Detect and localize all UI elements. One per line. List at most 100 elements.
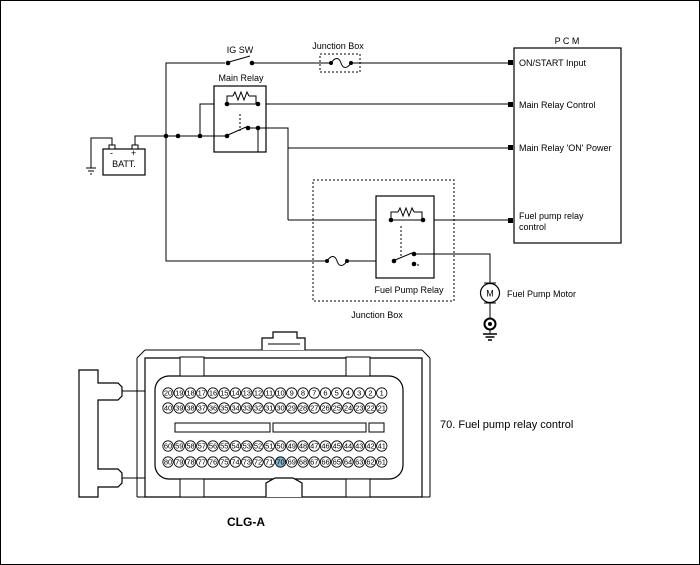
pcm-input-fuel-pump-relay-control-line2: control xyxy=(519,222,546,232)
connector-pin-48 xyxy=(297,440,309,452)
connector-pin-label-7: 7 xyxy=(312,389,316,398)
connector-pin-43 xyxy=(353,440,365,452)
connector-slot-2 xyxy=(272,422,367,433)
connector-pin-2 xyxy=(364,387,377,399)
connector-pin-label-42: 42 xyxy=(366,442,374,451)
main-relay-coil-lead-left xyxy=(226,95,233,104)
connector-pin-67 xyxy=(308,456,320,468)
connector-pin-10 xyxy=(274,387,287,399)
connector-pin-label-66: 66 xyxy=(321,458,329,467)
connector-pin-66 xyxy=(319,456,332,468)
connector-pin-label-71: 71 xyxy=(265,458,273,467)
wire-fp-relay-to-motor xyxy=(414,253,491,283)
ignition-circuit: IG SW Junction Box xyxy=(165,41,508,136)
connector-pin-label-37: 37 xyxy=(198,404,206,413)
connector-shell-corner-right xyxy=(421,349,431,359)
connector-pin-6 xyxy=(319,387,332,399)
connector-pin-55 xyxy=(218,440,230,452)
connector-pin-label-16: 16 xyxy=(209,389,217,398)
connector-pin-35 xyxy=(218,402,230,414)
connector-shell-corner-left xyxy=(136,349,146,359)
connector-pin-label-49: 49 xyxy=(288,442,296,451)
connector-pin-41 xyxy=(376,440,388,452)
connector-pin-label-20: 20 xyxy=(164,389,172,398)
connector-pin-51 xyxy=(263,440,275,452)
main-relay-coil-lead-right xyxy=(249,95,257,104)
pin-note: 70. Fuel pump relay control xyxy=(440,419,573,431)
connector-pin-label-64: 64 xyxy=(344,458,352,467)
connector-pin-label-44: 44 xyxy=(344,442,352,451)
connector-pin-label-9: 9 xyxy=(290,389,294,398)
connector-pin-11 xyxy=(263,387,275,399)
connector-pin-33 xyxy=(241,402,253,414)
connector-pin-label-18: 18 xyxy=(186,389,194,398)
connector-pin-label-6: 6 xyxy=(323,389,327,398)
junction-box-lower-frame xyxy=(312,179,455,302)
connector-pin-label-60: 60 xyxy=(164,442,172,451)
battery: - + BATT. xyxy=(86,133,203,176)
wire-batt-to-main-relay-coil xyxy=(199,103,214,136)
connector-pin-44 xyxy=(342,440,354,452)
connector-pin-label-79: 79 xyxy=(175,458,183,467)
connector-pin-36 xyxy=(207,402,219,414)
connector-pin-27 xyxy=(308,402,320,414)
connector-pin-56 xyxy=(207,440,219,452)
ig-switch-blade xyxy=(228,55,251,63)
connector-pin-label-28: 28 xyxy=(299,404,307,413)
connector-pin-label-55: 55 xyxy=(220,442,228,451)
connector-pin-label-52: 52 xyxy=(254,442,262,451)
connector-pin-label-48: 48 xyxy=(299,442,307,451)
pcm-box xyxy=(513,47,622,244)
connector-pin-61 xyxy=(376,456,388,468)
connector-pin-label-78: 78 xyxy=(186,458,194,467)
connector-pin-label-10: 10 xyxy=(276,389,284,398)
connector-pin-79 xyxy=(173,456,185,468)
connector-pin-label-41: 41 xyxy=(378,442,386,451)
pcm-input-fuel-pump-relay-control-line1: Fuel pump relay xyxy=(519,211,584,221)
connector-pin-25 xyxy=(331,402,343,414)
pcm-title: P C M xyxy=(555,36,580,46)
connector-pin-21 xyxy=(376,402,388,414)
connector-pin-42 xyxy=(364,440,377,452)
connector-pin-24 xyxy=(342,402,354,414)
connector-pin-59 xyxy=(173,440,185,452)
connector-pin-label-75: 75 xyxy=(220,458,228,467)
connector-pin-label-53: 53 xyxy=(243,442,251,451)
connector-pin-34 xyxy=(229,402,242,414)
connector-pin-57 xyxy=(196,440,208,452)
connector-pin-17 xyxy=(196,387,208,399)
connector-pin-40 xyxy=(162,402,174,414)
connector-pin-71 xyxy=(263,456,275,468)
connector-pin-label-77: 77 xyxy=(198,458,206,467)
connector-pin-47 xyxy=(308,440,320,452)
connector-pin-70 xyxy=(274,456,287,468)
connector-pin-54 xyxy=(229,440,242,452)
connector-pin-30 xyxy=(274,402,287,414)
connector-pin-1 xyxy=(376,387,388,399)
connector-pin-74 xyxy=(229,456,242,468)
connector-slot-3 xyxy=(368,422,385,433)
connector-pin-20 xyxy=(162,387,174,399)
connector-pin-77 xyxy=(196,456,208,468)
connector-pin-9 xyxy=(286,387,298,399)
connector-pin-64 xyxy=(342,456,354,468)
fuse-top-icon xyxy=(330,58,352,68)
connector-pin-7 xyxy=(308,387,320,399)
connector-pin-22 xyxy=(364,402,377,414)
pcm-input-main-relay-on-power: Main Relay 'ON' Power xyxy=(519,143,611,153)
connector-pin-label-40: 40 xyxy=(164,404,172,413)
connector-pin-label-76: 76 xyxy=(209,458,217,467)
connector-pin-28 xyxy=(297,402,309,414)
connector-pin-29 xyxy=(286,402,298,414)
connector-pin-label-26: 26 xyxy=(321,404,329,413)
connector-pin-label-62: 62 xyxy=(366,458,374,467)
connector-pin-18 xyxy=(184,387,197,399)
connector-pin-label-11: 11 xyxy=(265,389,273,398)
connector-pin-label-65: 65 xyxy=(333,458,341,467)
connector-pin-label-38: 38 xyxy=(186,404,194,413)
pcm-terminal-fuel-pump-relay-control xyxy=(508,218,513,223)
connector-pin-label-56: 56 xyxy=(209,442,217,451)
wire-batt-to-fuse xyxy=(165,136,326,262)
connector-pin-62 xyxy=(364,456,377,468)
